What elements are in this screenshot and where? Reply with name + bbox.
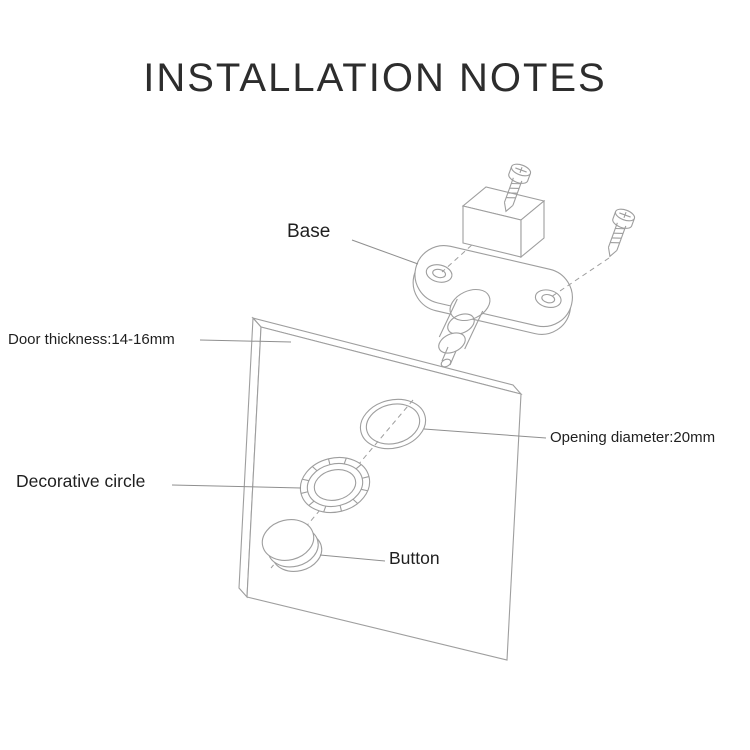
door-panel-drawing (238, 316, 523, 661)
base-leader-line (351, 239, 419, 265)
decorative-circle-leader-line (171, 484, 302, 489)
button-drawing (261, 519, 323, 572)
button-leader-line (319, 554, 386, 562)
door-thickness-leader-line (199, 339, 292, 343)
screw-guide-line-2 (550, 257, 610, 298)
decorative-circle-label: Decorative circle (16, 471, 146, 491)
page-title: INSTALLATION NOTES (143, 56, 607, 100)
plunger-drawing (438, 288, 491, 368)
base-label: Base (287, 221, 331, 242)
button-label: Button (389, 548, 440, 568)
screw-drawing-1 (503, 163, 532, 213)
decorative-ring-drawing (299, 456, 371, 514)
opening-diameter-label: Opening diameter:20mm (550, 429, 716, 446)
lock-body-drawing (461, 186, 546, 259)
screw-drawing-2 (607, 208, 636, 258)
base-lock-drawing (412, 245, 573, 335)
opening-diameter-leader-line (423, 428, 547, 439)
knurl-ticks (300, 457, 370, 513)
door-thickness-label: Door thickness:14-16mm (8, 331, 175, 348)
